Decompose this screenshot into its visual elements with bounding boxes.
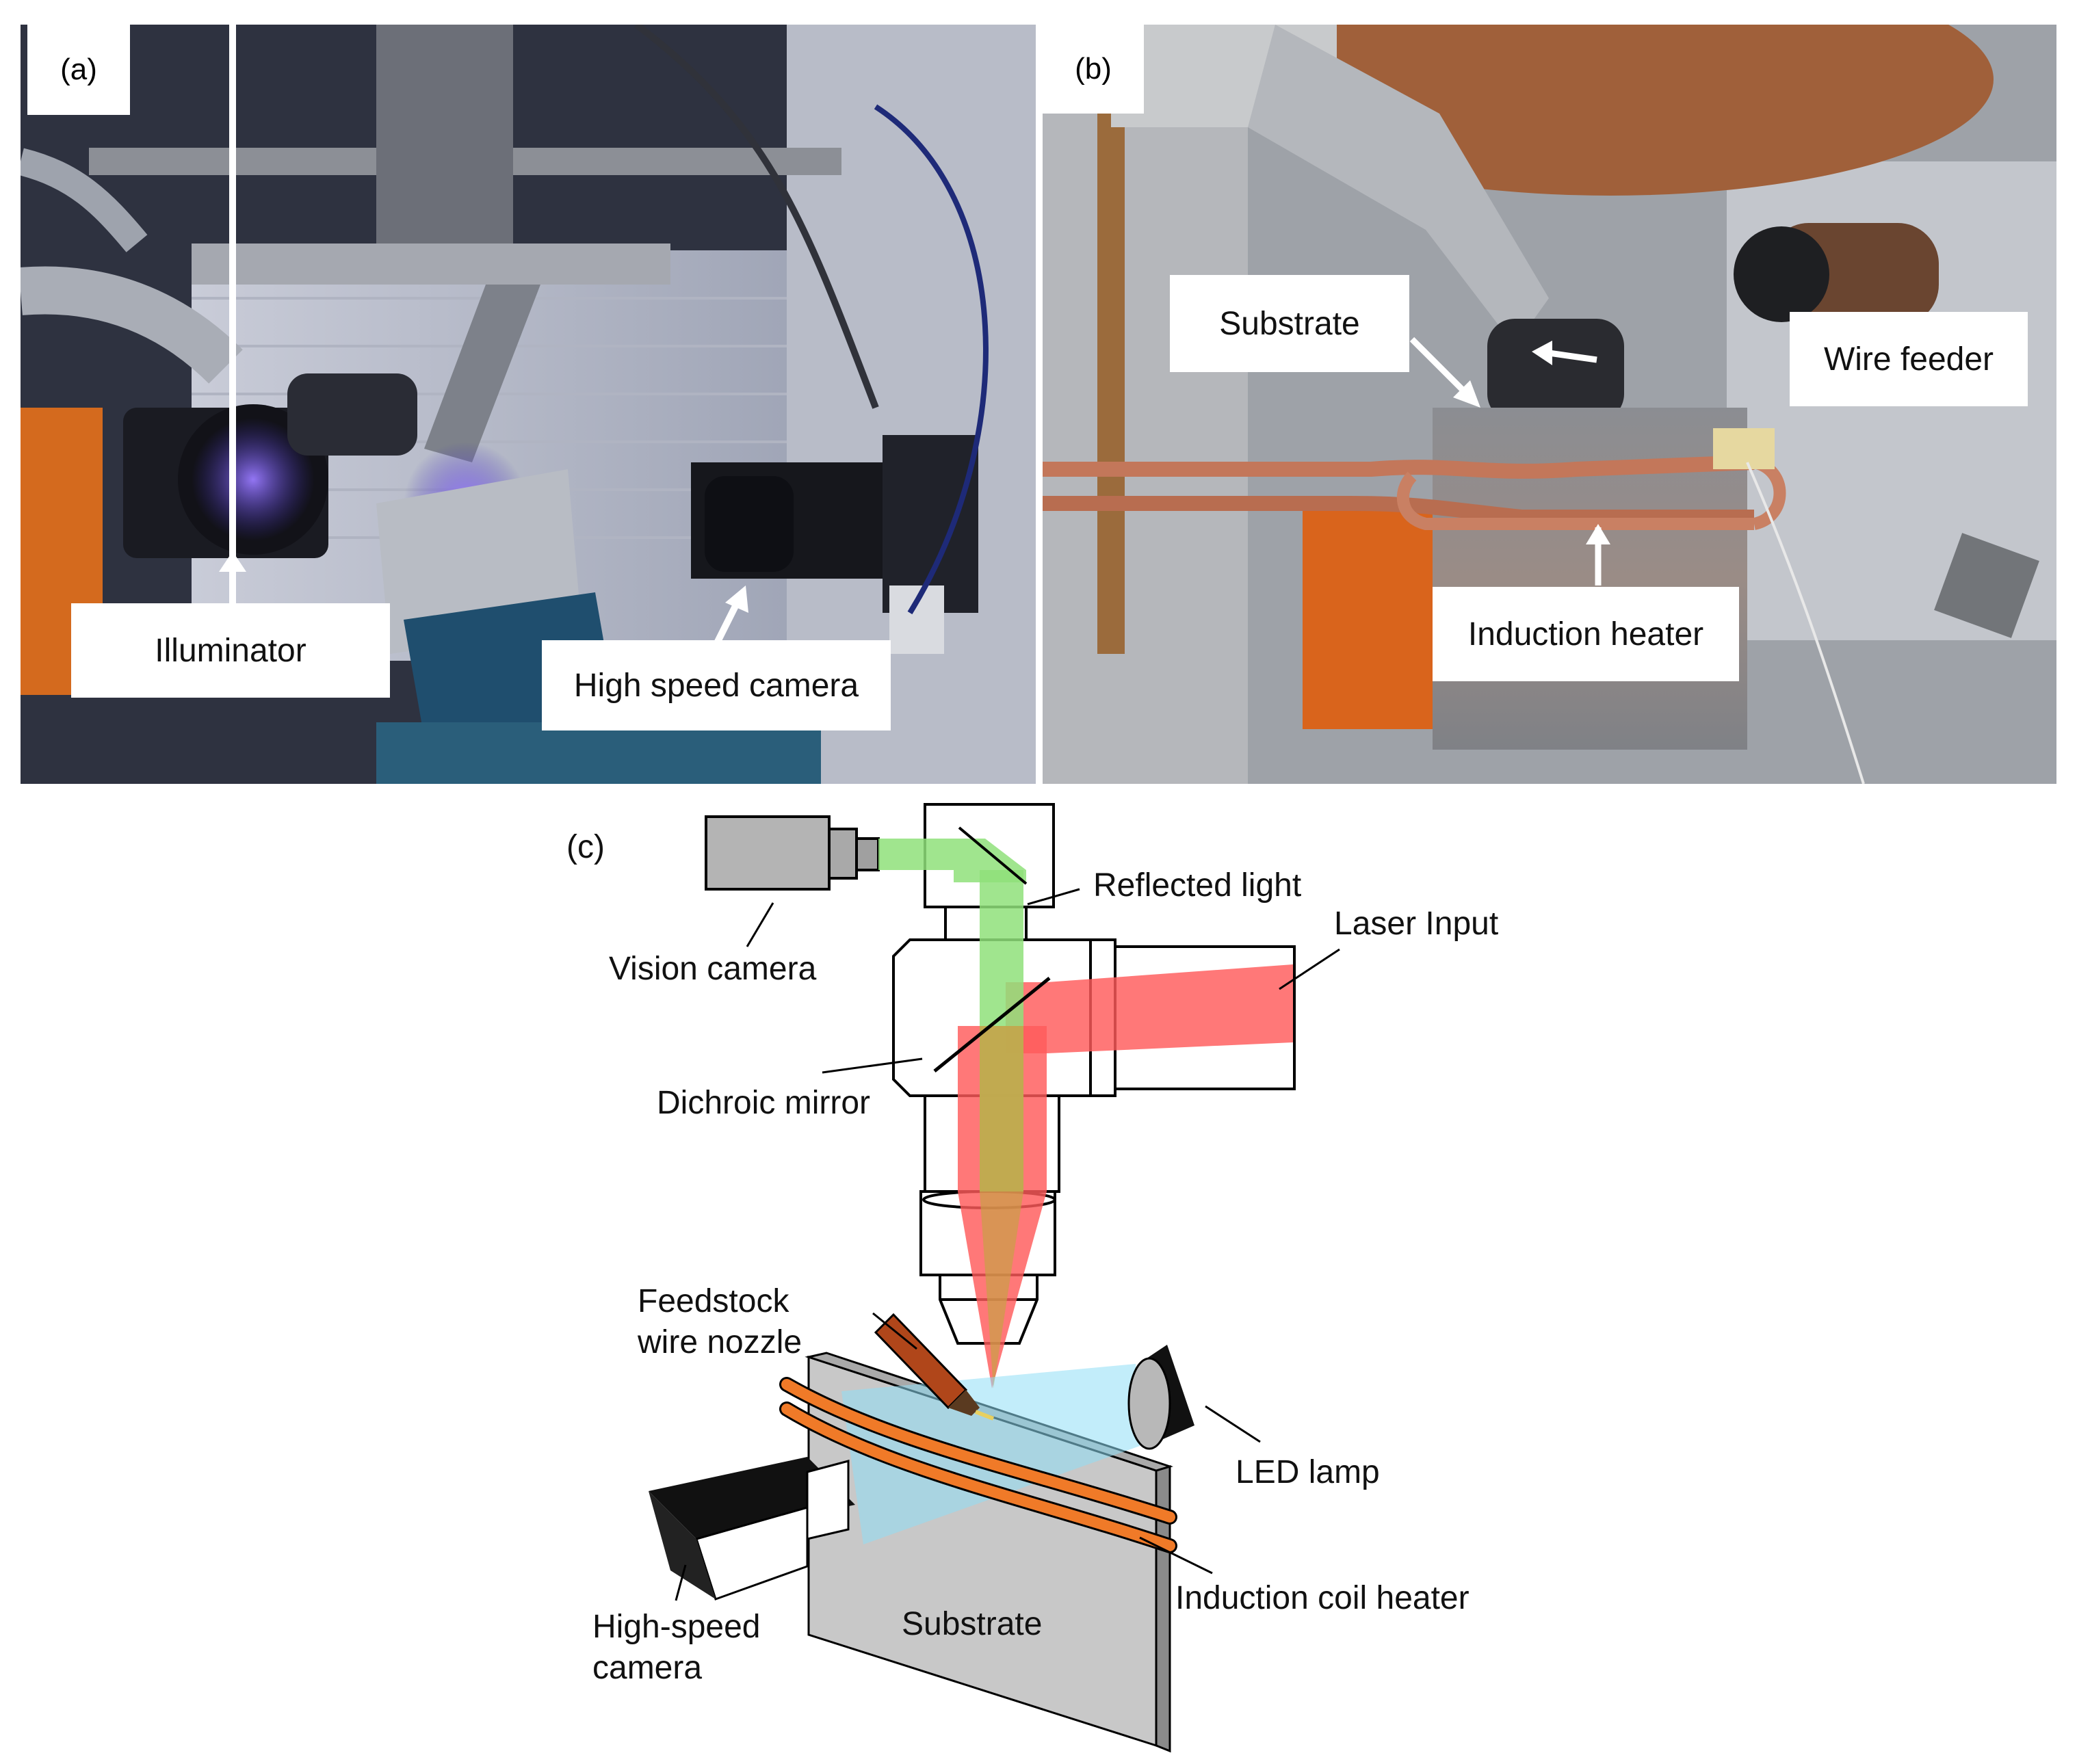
high-speed-camera-label: High speed camera bbox=[542, 640, 891, 730]
turning-mirror bbox=[958, 826, 1028, 885]
induction-coil-heater-label: Induction coil heater bbox=[1175, 1580, 1469, 1616]
laser-input-label: Laser Input bbox=[1334, 906, 1498, 942]
illuminator-label: Illuminator bbox=[71, 603, 390, 698]
photo-b-illustration bbox=[1043, 25, 2056, 784]
photo-a-illustration bbox=[21, 25, 1036, 784]
dichroic-mirror-label: Dichroic mirror bbox=[657, 1085, 870, 1121]
wire-feeder-label: Wire feeder bbox=[1790, 312, 2028, 406]
vision-camera bbox=[705, 815, 880, 891]
substrate-diagram-label: Substrate bbox=[902, 1606, 1042, 1642]
vision-camera-label: Vision camera bbox=[609, 951, 817, 987]
leader-lines bbox=[675, 888, 1340, 1601]
led-lamp-label: LED lamp bbox=[1236, 1454, 1380, 1490]
reflected-light-label: Reflected light bbox=[1093, 867, 1301, 904]
high-speed-camera-label-line1: High-speed bbox=[592, 1609, 760, 1645]
panel-b-tag: (b) bbox=[1043, 25, 1144, 114]
reflected-light-beam bbox=[878, 839, 1026, 1388]
panel-a-tag: (a) bbox=[27, 25, 130, 115]
high-speed-camera bbox=[649, 1457, 855, 1601]
high-speed-camera-label-line2: camera bbox=[592, 1650, 702, 1686]
photo-panel-a: (a) Illuminator High speed camera bbox=[21, 25, 1036, 784]
photo-panel-b: (b) Substrate Wire feeder Induction heat… bbox=[1043, 25, 2056, 784]
feedstock-wire-nozzle bbox=[874, 1313, 995, 1421]
dichroic-mirror bbox=[933, 977, 1051, 1072]
induction-coil bbox=[779, 1377, 1177, 1553]
panel-c-tag: (c) bbox=[566, 829, 605, 865]
led-lamp bbox=[1127, 1345, 1194, 1450]
led-light-cone bbox=[841, 1364, 1140, 1544]
feedstock-label-line1: Feedstock bbox=[638, 1283, 789, 1319]
induction-heater-label: Induction heater bbox=[1433, 587, 1739, 681]
substrate-photo-label: Substrate bbox=[1170, 275, 1409, 372]
feedstock-label-line2: wire nozzle bbox=[637, 1324, 802, 1360]
